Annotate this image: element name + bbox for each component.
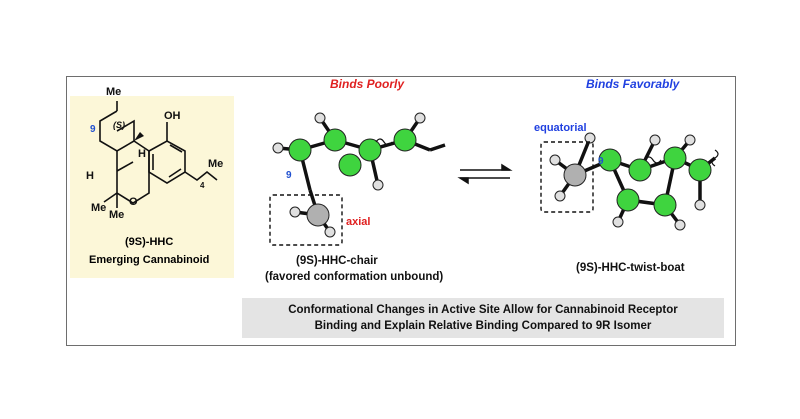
carbon-atom (338, 153, 362, 177)
equatorial-highlight-box (540, 141, 594, 213)
compound-subtitle: Emerging Cannabinoid (89, 254, 210, 266)
wavy-bond (711, 149, 719, 167)
axial-label: axial (346, 216, 371, 228)
carbon-atom (628, 158, 652, 182)
carbon-atom (688, 158, 712, 182)
hydrogen-atom (272, 142, 284, 154)
chain-methyl-label: Me (208, 158, 224, 170)
hydrogen-atom (674, 219, 686, 231)
methyl-label: Me (91, 202, 107, 214)
hydrogen-atom (324, 226, 336, 238)
compound-name: (9S)-HHC (125, 236, 174, 248)
carbon-atom (323, 128, 347, 152)
methyl-carbon-atom (306, 203, 330, 227)
axial-highlight-box (269, 194, 343, 246)
carbon-atom (393, 128, 417, 152)
pentyl-chain (184, 170, 218, 181)
hydrogen-label: H (86, 170, 94, 182)
ring-b-bond (116, 151, 150, 204)
ring-bond (116, 161, 134, 172)
ring-bond (133, 140, 150, 152)
twist-boat-caption: (9S)-HHC-twist-boat (576, 262, 685, 274)
hydrogen-atom (612, 216, 624, 228)
stereo-descriptor: (S) (113, 120, 125, 130)
oxygen-label: O (129, 196, 138, 208)
carbon-atom (616, 188, 640, 212)
structure-panel (70, 96, 234, 278)
hydrogen-atom (314, 112, 326, 124)
wavy-bond (644, 156, 662, 164)
carbon-atom (598, 148, 622, 172)
summary-line: Binding and Explain Relative Binding Com… (314, 320, 652, 332)
hydrogen-atom (549, 154, 561, 166)
carbon-atom (288, 138, 312, 162)
hydrogen-atom (584, 132, 596, 144)
hydrogen-atom (684, 134, 696, 146)
hydrogen-atom (414, 112, 426, 124)
atom-number-9: 9 (286, 170, 292, 181)
chair-caption: (9S)-HHC-chair (296, 255, 378, 267)
hydrogen-atom (649, 134, 661, 146)
chain-subscript: 4 (200, 181, 205, 190)
wavy-bond (375, 138, 393, 146)
equatorial-label: equatorial (534, 122, 587, 134)
binds-favorably-heading: Binds Favorably (586, 77, 680, 91)
summary-box: Conformational Changes in Active Site Al… (242, 298, 724, 338)
carbon-atom (358, 138, 382, 162)
aromatic-bond (168, 168, 182, 178)
carbon-atom (663, 146, 687, 170)
hydrogen-label: H (138, 148, 146, 160)
hydrogen-atom (554, 190, 566, 202)
methyl-label: Me (106, 86, 122, 98)
summary-line: Conformational Changes in Active Site Al… (288, 304, 678, 316)
aromatic-bond (169, 144, 183, 153)
hydrogen-atom (694, 199, 706, 211)
wedge-bond (134, 132, 144, 141)
atom-number-9: 9 (598, 156, 604, 167)
methyl-label: Me (109, 209, 125, 221)
hydroxyl-label: OH (164, 110, 181, 122)
carbon-atom (653, 193, 677, 217)
binds-poorly-heading: Binds Poorly (330, 77, 405, 91)
methyl-bond (103, 192, 118, 203)
methyl-carbon-atom (563, 163, 587, 187)
chair-caption-note: (favored conformation unbound) (265, 271, 444, 283)
hydrogen-atom (372, 179, 384, 191)
hydrogen-atom (289, 206, 301, 218)
equilibrium-arrows (457, 163, 513, 185)
atom-number-9: 9 (90, 124, 96, 135)
